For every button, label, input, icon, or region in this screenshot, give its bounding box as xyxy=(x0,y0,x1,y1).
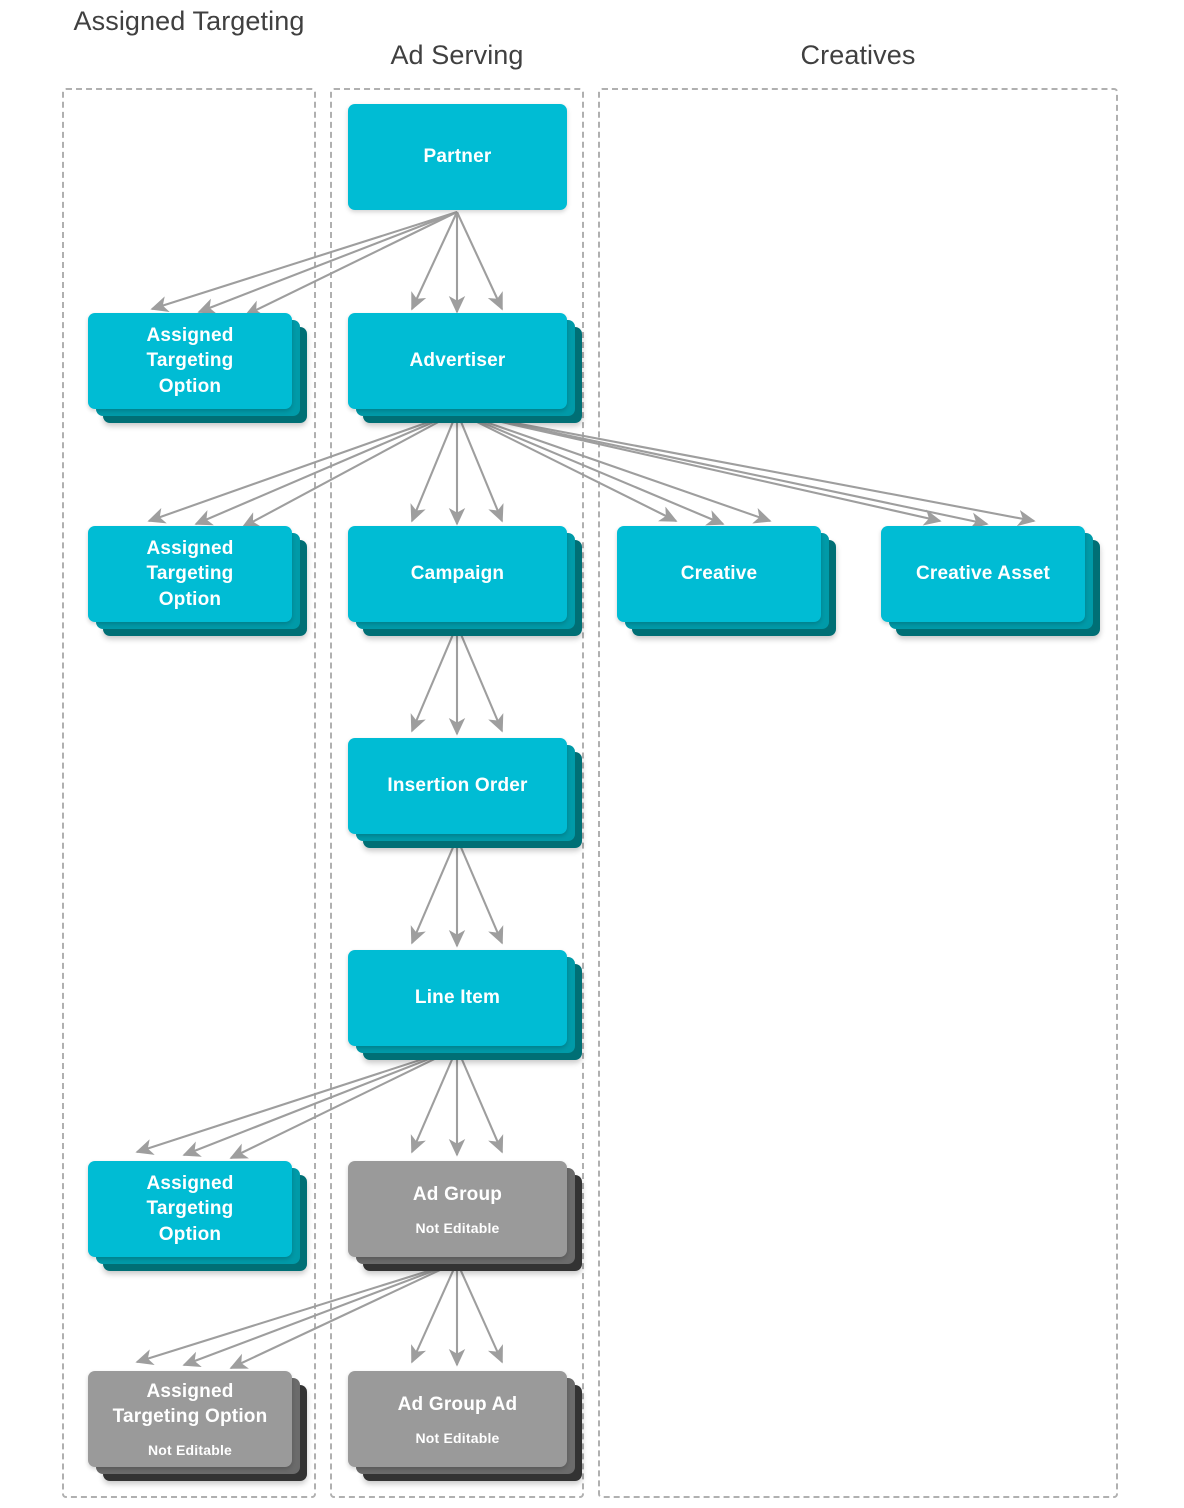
node-assigned-targeting-option-lineitem-face: Assigned Targeting Option xyxy=(88,1161,292,1257)
node-assigned-targeting-option-advertiser-label: Assigned Targeting Option xyxy=(146,538,234,610)
node-assigned-targeting-option-partner[interactable]: Assigned Targeting Option xyxy=(88,313,307,423)
node-assigned-targeting-option-advertiser-face: Assigned Targeting Option xyxy=(88,526,292,622)
node-assigned-targeting-option-partner-label: Assigned Targeting Option xyxy=(146,325,234,397)
node-advertiser-label: Advertiser xyxy=(409,350,506,372)
node-campaign[interactable]: Campaign xyxy=(348,526,582,636)
node-campaign-label: Campaign xyxy=(410,563,505,585)
lane-title-assigned-targeting: Assigned Targeting xyxy=(73,6,305,36)
lane-ad-serving xyxy=(330,88,584,1498)
node-partner-face: Partner xyxy=(348,104,567,210)
node-insertion-order[interactable]: Insertion Order xyxy=(348,738,582,848)
node-assigned-targeting-option-lineitem[interactable]: Assigned Targeting Option xyxy=(88,1161,307,1271)
node-line-item-label: Line Item xyxy=(414,987,501,1009)
node-creative-face: Creative xyxy=(617,526,821,622)
node-assigned-targeting-option-adgroup[interactable]: Assigned Targeting Option Not Editable xyxy=(88,1371,307,1481)
node-assigned-targeting-option-adgroup-label: Assigned Targeting Option xyxy=(112,1381,268,1428)
node-campaign-face: Campaign xyxy=(348,526,567,622)
node-ad-group-ad[interactable]: Ad Group Ad Not Editable xyxy=(348,1371,582,1481)
node-assigned-targeting-option-advertiser[interactable]: Assigned Targeting Option xyxy=(88,526,307,636)
node-assigned-targeting-option-adgroup-sublabel: Not Editable xyxy=(147,1442,233,1459)
node-creative-asset[interactable]: Creative Asset xyxy=(881,526,1100,636)
node-advertiser-face: Advertiser xyxy=(348,313,567,409)
node-insertion-order-face: Insertion Order xyxy=(348,738,567,834)
node-ad-group-face: Ad Group Not Editable xyxy=(348,1161,567,1257)
node-line-item[interactable]: Line Item xyxy=(348,950,582,1060)
node-creative-asset-face: Creative Asset xyxy=(881,526,1085,622)
node-partner-label: Partner xyxy=(423,146,492,168)
node-advertiser[interactable]: Advertiser xyxy=(348,313,582,423)
node-ad-group-ad-sublabel: Not Editable xyxy=(415,1429,500,1446)
node-assigned-targeting-option-partner-face: Assigned Targeting Option xyxy=(88,313,292,409)
node-ad-group[interactable]: Ad Group Not Editable xyxy=(348,1161,582,1271)
node-ad-group-label: Ad Group xyxy=(412,1183,503,1205)
lane-assigned-targeting xyxy=(62,88,316,1498)
node-creative-asset-label: Creative Asset xyxy=(915,563,1051,585)
node-ad-group-ad-label: Ad Group Ad xyxy=(397,1393,518,1415)
lane-creatives xyxy=(598,88,1118,1498)
node-assigned-targeting-option-lineitem-label: Assigned Targeting Option xyxy=(146,1173,234,1245)
lane-title-ad-serving: Ad Serving xyxy=(390,40,524,70)
node-creative[interactable]: Creative xyxy=(617,526,836,636)
node-assigned-targeting-option-adgroup-face: Assigned Targeting Option Not Editable xyxy=(88,1371,292,1467)
node-ad-group-sublabel: Not Editable xyxy=(415,1219,500,1236)
node-ad-group-ad-face: Ad Group Ad Not Editable xyxy=(348,1371,567,1467)
lane-title-creatives: Creatives xyxy=(800,40,916,70)
node-partner[interactable]: Partner xyxy=(348,104,567,210)
node-creative-label: Creative xyxy=(680,563,758,585)
node-insertion-order-label: Insertion Order xyxy=(387,775,528,797)
node-line-item-face: Line Item xyxy=(348,950,567,1046)
